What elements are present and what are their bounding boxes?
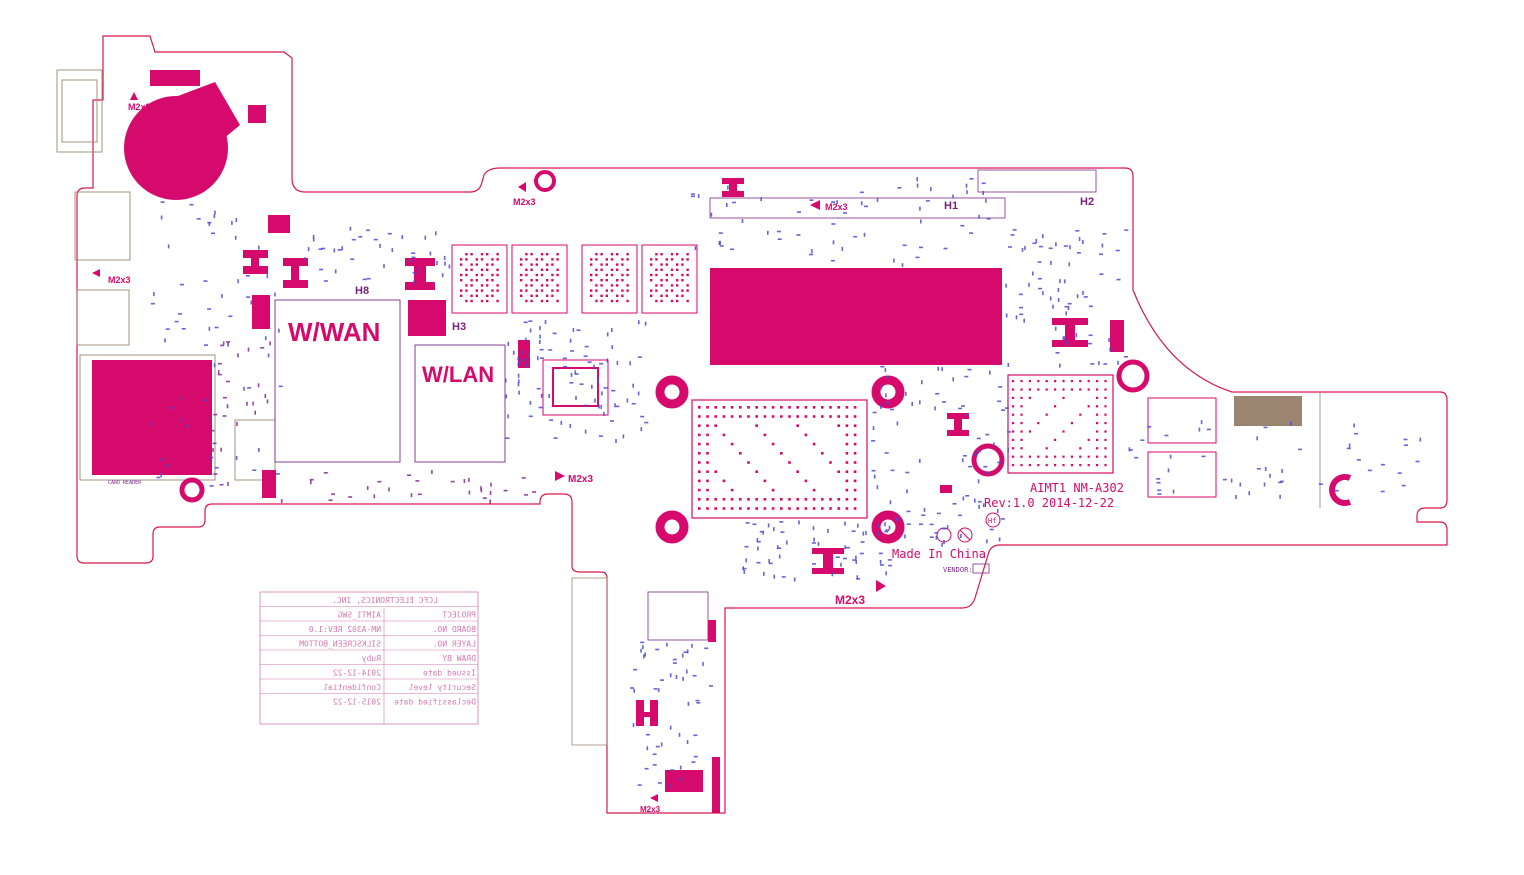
title-block-field: Issued date	[423, 669, 476, 678]
screw-hole-top	[534, 170, 556, 192]
wwan-label: W/WAN	[288, 317, 380, 347]
cooling-fan	[124, 70, 266, 200]
m2x3-arrow-icon	[518, 182, 526, 192]
title-block-field: PROJECT	[442, 611, 476, 620]
m2x3-label-strip: M2x3	[640, 805, 661, 814]
card-reader-label: CARD READER	[108, 480, 142, 486]
top-connector-outline	[709, 197, 1006, 219]
title-block-value: 2014-12-22	[333, 669, 381, 678]
title-block-value: NM-A302 REV:1.0	[309, 625, 381, 634]
pch-pads	[1012, 380, 1107, 467]
board-id-label: AIMT1 NM-A302	[1030, 481, 1124, 495]
m2x3-label-left: M2x3	[108, 275, 131, 285]
title-block-value: 2015-12-22	[333, 698, 381, 707]
screw-hole-left	[179, 477, 205, 503]
cpu-pads	[698, 406, 857, 510]
ec-chip-inner	[552, 367, 599, 407]
lower-strip-components	[636, 591, 720, 813]
main-connector-block	[710, 268, 1002, 365]
m2x3-arrow-icon	[555, 471, 565, 481]
top-right-connector	[977, 169, 1097, 193]
cpu-mount-screws	[655, 375, 905, 544]
cpu-outline	[691, 399, 868, 519]
h3-label: H3	[452, 321, 466, 333]
vendor-box	[972, 563, 990, 574]
title-block-value: Confidential	[323, 683, 381, 692]
title-block: LCFC ELECTRONICS, INC. PROJECT AIMT1_SWG BO…	[259, 591, 479, 725]
title-block-field: Declassified date	[394, 698, 476, 707]
title-block-header: LCFC ELECTRONICS, INC.	[332, 596, 438, 605]
pch-outline	[1007, 374, 1114, 474]
ec-chip	[542, 359, 609, 416]
m2x3-label-top: M2x3	[513, 197, 536, 207]
m2x3-label-h1: M2x3	[825, 202, 848, 212]
h2-label: H2	[1080, 196, 1094, 208]
m2x3-label-fan: M2x3	[128, 102, 151, 112]
memory-chip-pads	[460, 253, 689, 303]
revision-label: Rev:1.0 2014-12-22	[984, 496, 1114, 510]
title-block-value: SILKSCREEN_BOTTOM	[299, 640, 381, 649]
hf-mark-icon	[985, 512, 1001, 528]
screw-hole-pch	[1116, 359, 1150, 393]
right-connector	[1110, 320, 1124, 352]
hf-mark-text: Hf	[988, 517, 996, 525]
title-block-field: Security level	[408, 683, 476, 692]
m2x3-label-wlan: M2x3	[568, 474, 593, 485]
title-block-field: LAYER NO.	[433, 640, 476, 649]
fine-component-detail	[150, 177, 1422, 788]
pb-free-icon	[957, 527, 973, 543]
m2x3-arrow-icon	[130, 92, 138, 100]
h8-label: H8	[355, 285, 369, 297]
center-components	[722, 178, 969, 574]
m2x3-label-bottom: M2x3	[835, 593, 865, 607]
left-components	[243, 215, 530, 498]
m2x3-arrow-icon	[876, 580, 886, 592]
card-reader-chip	[92, 360, 212, 475]
right-chips	[1147, 397, 1217, 498]
wlan-label: W/LAN	[422, 362, 494, 387]
title-block-value: Ruby	[362, 654, 381, 663]
m2x3-arrow-icon	[810, 200, 820, 210]
right-tan-pad	[1234, 396, 1302, 426]
h1-label: H1	[944, 200, 958, 212]
memory-chips	[451, 244, 698, 314]
wwan-slot	[274, 299, 506, 463]
vendor-label: VENDOR:	[943, 566, 973, 574]
right-component-i	[1052, 318, 1088, 347]
title-block-field: BOARD NO.	[433, 625, 476, 634]
title-block-value: AIMT1_SWG	[337, 611, 381, 620]
right-c-mark	[1329, 474, 1352, 506]
made-in-label: Made In China	[892, 547, 986, 561]
m2x3-arrow-icon	[650, 794, 658, 802]
board-outline	[76, 35, 1448, 814]
title-block-field: DRAW BY	[442, 654, 476, 663]
e1-mark-icon	[936, 527, 952, 543]
screw-hole-mid	[971, 443, 1005, 477]
m2x3-arrow-icon	[92, 269, 100, 277]
